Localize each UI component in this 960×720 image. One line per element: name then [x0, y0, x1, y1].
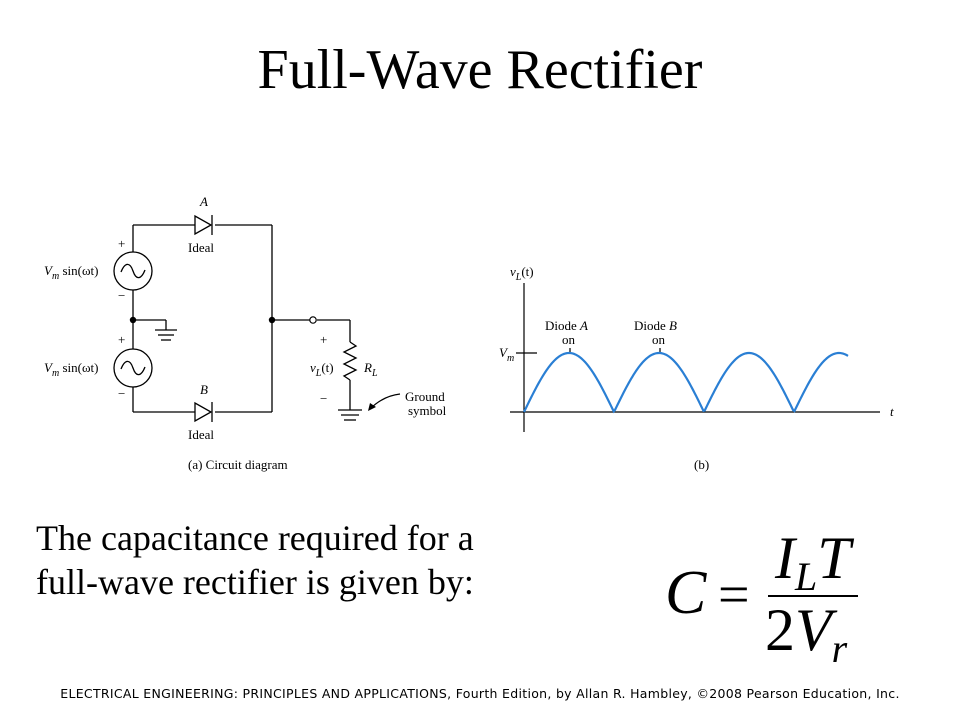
- footer-credit: ELECTRICAL ENGINEERING: PRINCIPLES AND A…: [60, 686, 900, 701]
- equation-lhs: C: [665, 559, 707, 627]
- body-line-1: The capacitance required for a: [36, 518, 474, 558]
- source-bottom-label: Vm sin(ωt): [44, 360, 98, 379]
- diode-b-note: Ideal: [188, 427, 214, 442]
- body-text: The capacitance required for a full-wave…: [36, 516, 596, 604]
- t-axis-label: t: [890, 404, 894, 419]
- load-minus: −: [320, 391, 327, 406]
- circuit-caption: (a) Circuit diagram: [188, 457, 288, 472]
- source-bottom-minus: −: [118, 386, 125, 401]
- diode-a-label: A: [199, 194, 208, 209]
- equation-denominator: 2Vr: [765, 597, 848, 671]
- capacitance-equation: C = ILT 2Vr: [665, 530, 858, 671]
- diode-b-label: B: [200, 382, 208, 397]
- source-top-minus: −: [118, 288, 125, 303]
- source-top-label: Vm sin(ωt): [44, 263, 98, 282]
- source-bottom: [113, 348, 153, 388]
- equation-equals: =: [718, 564, 750, 626]
- diode-a-note: Ideal: [188, 240, 214, 255]
- diode-b-on-line2: on: [652, 332, 666, 347]
- slide-title: Full-Wave Rectifier: [257, 39, 703, 101]
- source-top-plus: +: [118, 236, 125, 251]
- diode-a-on-line2: on: [562, 332, 576, 347]
- rectified-wave-series: [523, 351, 849, 414]
- source-top: [113, 251, 153, 291]
- diode-a-symbol: [194, 214, 213, 236]
- junction-node: [129, 316, 137, 324]
- ground-arrow-head: [368, 403, 376, 411]
- y-axis-label: vL(t): [510, 264, 534, 283]
- equation-numerator: ILT: [774, 530, 854, 599]
- load-plus: +: [320, 332, 327, 347]
- diode-b-symbol: [194, 401, 213, 423]
- body-line-2: full-wave rectifier is given by:: [36, 562, 474, 602]
- ground-label-line1: Ground: [405, 389, 445, 404]
- source-bottom-plus: +: [118, 332, 125, 347]
- output-node: [268, 316, 276, 324]
- load-voltage-label: vL(t): [310, 360, 334, 379]
- waveform-caption: (b): [694, 457, 709, 472]
- ground-label-line2: symbol: [408, 403, 447, 418]
- vm-label: Vm: [499, 345, 514, 364]
- diode-b-on-line1: Diode B: [634, 318, 677, 333]
- terminal-node: [309, 316, 317, 324]
- diode-a-on-line1: Diode A: [545, 318, 588, 333]
- load-resistor-label: RL: [363, 360, 378, 379]
